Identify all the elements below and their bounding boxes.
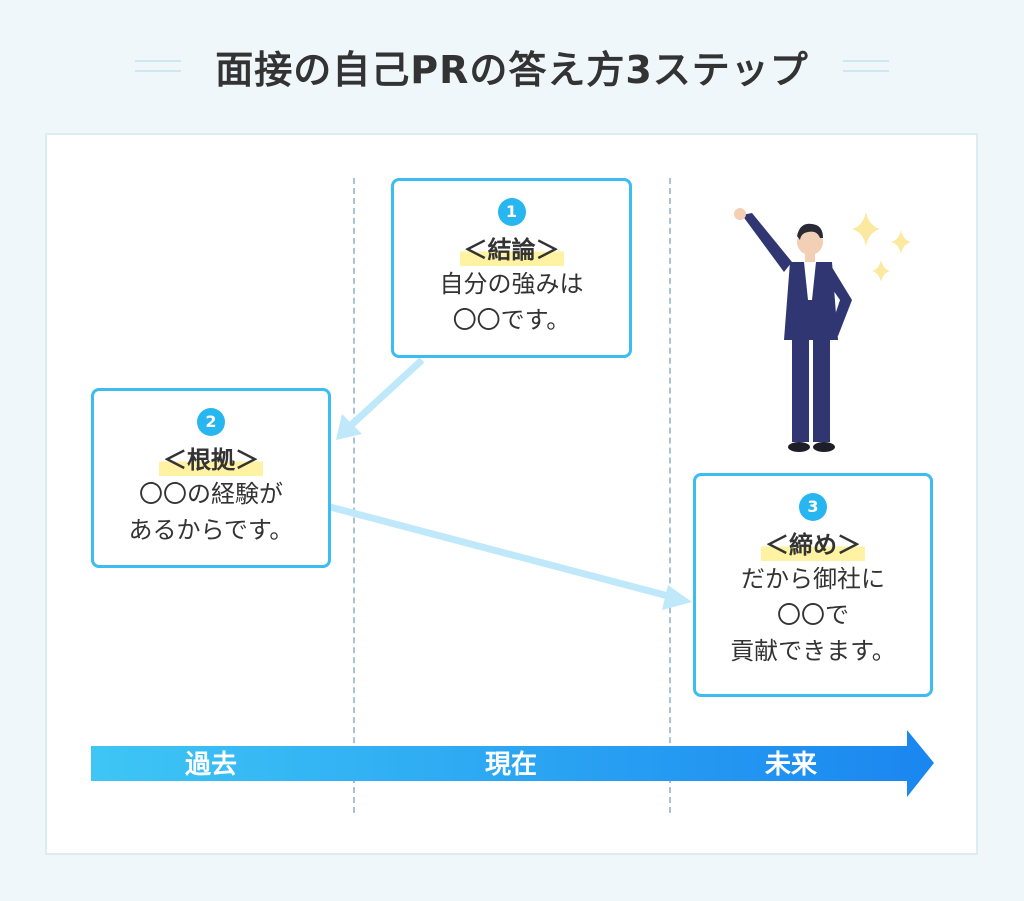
businessman-illustration [734, 208, 852, 452]
step-1-line-1: 自分の強みは [439, 270, 584, 298]
step-2-heading: ＜根拠＞ [159, 444, 263, 476]
timeline-label-present: 現在 [485, 750, 538, 780]
step-3-number: 3 [799, 493, 827, 521]
step-3-line-2: 〇〇で [777, 601, 849, 629]
page-title: 面接の自己PRの答え方3ステップ [215, 47, 809, 92]
step-2-number: 2 [197, 408, 225, 436]
step-2-line-1: 〇〇の経験が [139, 480, 283, 508]
step-2-box: 2 ＜根拠＞ 〇〇の経験が あるからです。 [91, 388, 331, 568]
step-1-heading: ＜結論＞ [459, 234, 564, 266]
step-3-box: 3 ＜締め＞ だから御社に 〇〇で 貢献できます。 [693, 473, 933, 697]
step-3-heading: ＜締め＞ [761, 529, 865, 561]
sparkle-icon [852, 212, 911, 282]
step-1-line-2: 〇〇です。 [452, 306, 571, 334]
title-decoration-left [135, 60, 182, 72]
step-3-line-3: 貢献できます。 [730, 637, 896, 665]
step-2-line-2: あるからです。 [128, 516, 294, 544]
timeline-arrow [91, 730, 934, 797]
step-1-box: 1 ＜結論＞ 自分の強みは 〇〇です。 [391, 178, 632, 358]
timeline-label-future: 未来 [765, 750, 818, 780]
arrow-2-to-3 [329, 503, 692, 610]
title-decoration-right [842, 60, 889, 72]
arrow-1-to-2 [336, 357, 425, 440]
timeline-label-past: 過去 [185, 750, 238, 780]
divider-present-future [669, 178, 671, 813]
step-3-line-1: だから御社に [741, 565, 885, 593]
divider-past-present [353, 178, 355, 813]
title-bar: 面接の自己PRの答え方3ステップ [0, 38, 1024, 94]
step-1-number: 1 [497, 198, 526, 226]
